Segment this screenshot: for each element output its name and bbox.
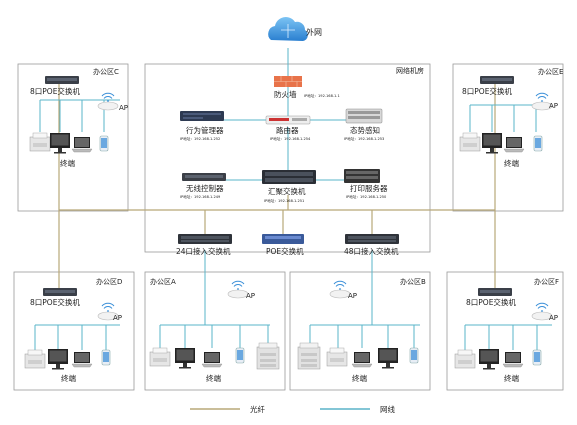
zone-b-box [289,271,431,391]
zone-f-terminal-label: 终端 [504,373,519,383]
zone-a-label: 办公区A [150,277,176,286]
zone-c-switch-label: 8口POE交换机 [30,86,80,96]
zone-c-terminal-label: 终端 [60,158,75,168]
zone-e-terminal-label: 终端 [504,158,519,168]
zone-c-printer-icon [29,132,51,152]
legend-cable-label: 网线 [380,404,395,414]
zone-b-terminal-label: 终端 [352,373,367,383]
poe-switch-label: POE交换机 [266,246,304,256]
zone-b-ap-label: AP [348,292,357,300]
zone-b-label: 办公区B [400,277,426,286]
router-icon [265,115,311,125]
zone-a-copier-icon [256,342,280,370]
zone-f-ap-label: AP [549,314,558,322]
zone-e-laptop-icon [503,136,525,153]
behavior-management-label: 行为管理器 [186,125,224,135]
aggregation-switch-icon [262,170,316,184]
wireless-controller-label: 无线控制器 [186,183,224,193]
zone-d-terminal-label: 终端 [61,373,76,383]
firewall-ip: IP地址：192.168.1.1 [304,93,340,98]
wireless-controller-ip: IP地址：192.168.1.249 [180,194,221,199]
access-switch-48-icon [345,234,399,244]
zone-f-laptop-icon [502,351,524,368]
zone-e-label: 办公区E [538,67,563,76]
situation-awareness-label: 态势感知 [350,125,380,135]
print-server-ip: IP地址：192.168.1.250 [346,194,387,199]
zone-a-printer-icon [149,347,171,367]
zone-c-phone-icon [99,135,109,152]
zone-e-ap-label: AP [549,102,558,110]
zone-b-laptop-icon [351,351,373,368]
zone-b-phone-icon [409,347,419,364]
zone-d-switch-icon [43,288,77,296]
zone-f-switch-label: 8口POE交换机 [466,297,516,307]
zone-a-laptop-icon [201,351,223,368]
zone-d-printer-icon [24,349,46,369]
zone-a-terminal-label: 终端 [206,373,221,383]
behavior-management-ip: IP地址：192.168.1.252 [180,136,220,141]
zone-e-phone-icon [533,135,543,152]
situation-awareness-server-icon [345,108,383,124]
zone-f-phone-icon [532,349,542,366]
server-room-label: 网络机房 [396,66,424,75]
zone-f-printer-icon [454,349,476,369]
zone-f-label: 办公区F [534,277,559,286]
wireless-controller-icon [182,173,226,181]
zone-d-switch-label: 8口POE交换机 [30,297,80,307]
zone-e-printer-icon [459,132,481,152]
zone-d-ap-label: AP [113,314,122,322]
firewall-icon [274,76,302,87]
behavior-management-device-icon [180,111,224,121]
zone-a-phone-icon [235,347,245,364]
access-switch-24-label: 24口接入交换机 [176,246,231,256]
poe-switch-icon [262,234,304,244]
legend-fiber-label: 光纤 [250,404,265,414]
aggregation-switch-ip: IP地址：192.168.1.251 [264,198,304,203]
zone-c-ap-label: AP [119,104,128,112]
zone-f-switch-icon [478,288,512,296]
access-switch-48-label: 48口接入交换机 [344,246,399,256]
zone-d-laptop-icon [71,351,93,368]
zone-e-switch-label: 8口POE交换机 [462,86,512,96]
access-switch-24-icon [178,234,232,244]
zone-e-switch-icon [480,76,514,84]
internet-cloud-icon [268,17,308,41]
zone-d-phone-icon [101,349,111,366]
firewall-label: 防火墙 [274,89,297,99]
zone-c-label: 办公区C [93,67,119,76]
internet-label: 外网 [306,27,322,37]
zone-d-label: 办公区D [96,277,122,286]
print-server-label: 打印服务器 [350,183,388,193]
situation-awareness-ip: IP地址：192.168.1.253 [344,136,384,141]
zone-c-laptop-icon [71,136,93,153]
zone-a-ap-label: AP [246,292,255,300]
print-server-icon [344,169,380,183]
router-ip: IP地址：192.168.1.254 [270,136,311,141]
router-label: 路由器 [276,125,299,135]
zone-b-printer-icon [326,347,348,367]
zone-c-switch-icon [45,76,79,84]
aggregation-switch-label: 汇聚交换机 [268,186,306,196]
zone-a-box [144,271,286,391]
zone-b-copier-icon [297,342,321,370]
